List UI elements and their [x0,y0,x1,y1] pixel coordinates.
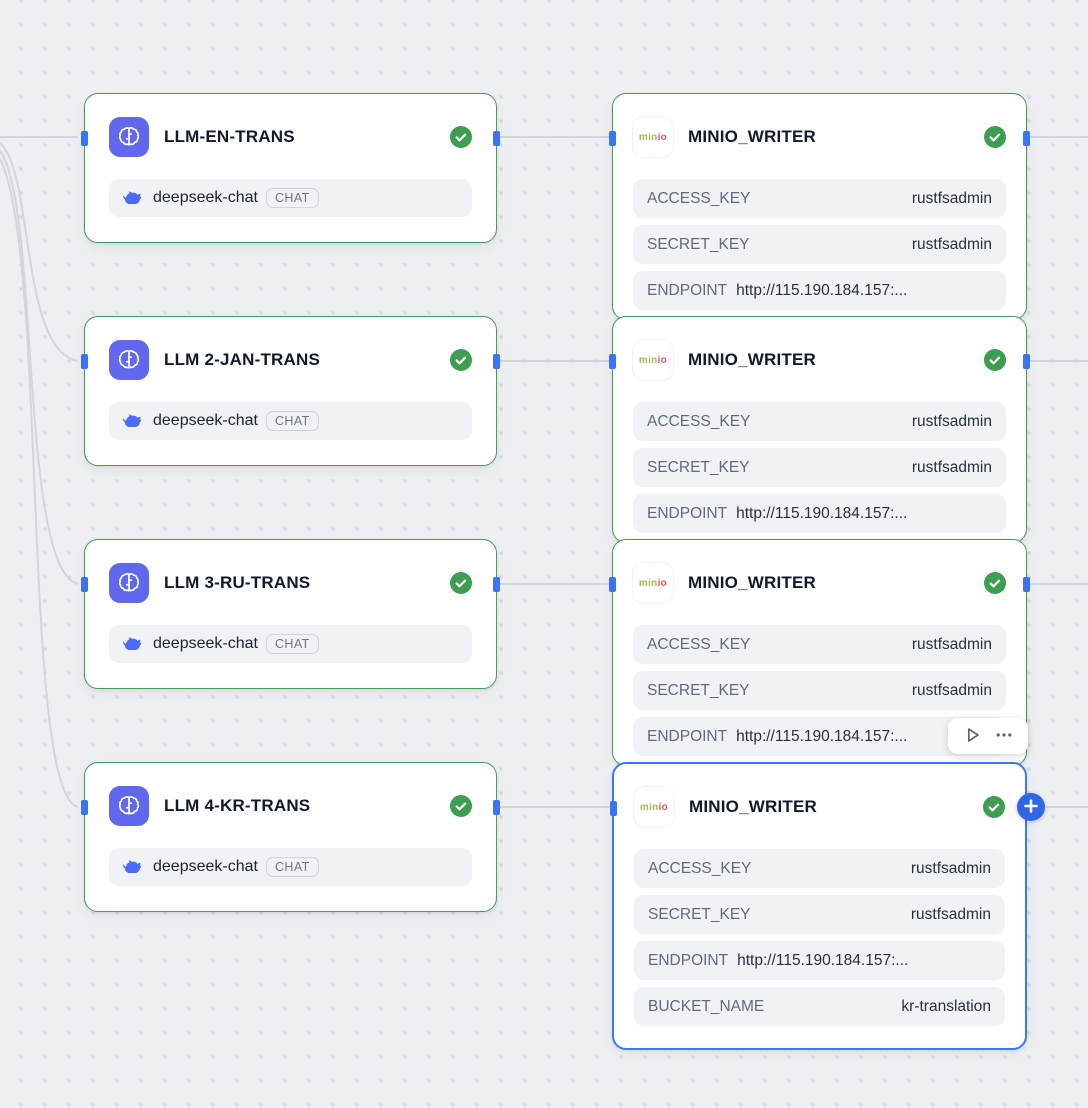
model-name: deepseek-chat [153,635,258,652]
llm-brain-icon [109,786,149,826]
model-name: deepseek-chat [153,858,258,875]
model-selector[interactable]: deepseek-chat CHAT [109,402,472,440]
success-check-icon [983,796,1005,818]
output-port[interactable] [493,353,500,369]
node-title: LLM 2-JAN-TRANS [164,350,320,369]
input-port[interactable] [81,353,88,369]
model-type-badge: CHAT [265,856,319,878]
success-check-icon [450,349,472,371]
node-title: LLM 3-RU-TRANS [164,573,311,592]
model-selector[interactable]: deepseek-chat CHAT [109,625,472,663]
deepseek-whale-icon [120,410,142,432]
input-port[interactable] [609,353,616,369]
model-name: deepseek-chat [153,189,258,206]
minio-logo-text: io [658,801,669,813]
input-port[interactable] [609,576,616,592]
edge [0,158,79,808]
minio-logo-text: min [638,354,658,366]
output-port[interactable] [1023,130,1030,146]
deepseek-whale-icon [120,187,142,209]
model-selector[interactable]: deepseek-chat CHAT [109,179,472,217]
minio-logo-text: io [657,131,668,143]
minio-logo-text: min [639,801,659,813]
success-check-icon [984,126,1006,148]
input-port[interactable] [609,130,616,146]
output-port[interactable] [493,130,500,146]
minio-logo-text: min [638,131,658,143]
model-type-badge: CHAT [265,187,319,209]
input-port[interactable] [81,130,88,146]
success-check-icon [450,795,472,817]
run-node-button[interactable] [960,724,984,748]
input-port[interactable] [610,800,617,816]
deepseek-whale-icon [120,633,142,655]
node-title: LLM 4-KR-TRANS [164,796,311,815]
minio-logo-text: io [657,577,668,589]
model-type-badge: CHAT [265,410,319,432]
model-selector[interactable]: deepseek-chat CHAT [109,848,472,886]
success-check-icon [984,349,1006,371]
llm-brain-icon [109,117,149,157]
node-title: LLM-EN-TRANS [164,127,295,146]
deepseek-whale-icon [120,856,142,878]
model-name: deepseek-chat [153,412,258,429]
llm-brain-icon [109,563,149,603]
more-options-button[interactable] [992,724,1016,748]
node-title: MINIO_WRITER [689,797,818,816]
llm-node[interactable]: LLM 3-RU-TRANS deepseek-chat CHAT [81,539,500,689]
llm-node[interactable]: LLM 2-JAN-TRANS deepseek-chat CHAT [81,316,500,466]
llm-node[interactable]: LLM-EN-TRANS deepseek-chat CHAT [81,93,500,243]
output-port[interactable] [493,799,500,815]
node-toolbar [948,718,1028,754]
more-icon [994,725,1014,748]
input-port[interactable] [81,799,88,815]
output-port[interactable] [493,576,500,592]
output-port[interactable] [1023,576,1030,592]
success-check-icon [450,126,472,148]
llm-node[interactable]: LLM 4-KR-TRANS deepseek-chat CHAT [81,762,500,912]
plus-icon [1019,794,1043,821]
output-port[interactable] [1023,353,1030,369]
node-title: MINIO_WRITER [688,127,817,146]
minio-logo-text: io [657,354,668,366]
success-check-icon [450,572,472,594]
llm-brain-icon [109,340,149,380]
node-title: MINIO_WRITER [688,573,817,592]
input-port[interactable] [81,576,88,592]
minio-logo-text: min [638,577,658,589]
success-check-icon [984,572,1006,594]
model-type-badge: CHAT [265,633,319,655]
play-icon [961,724,983,749]
add-node-button[interactable] [1017,793,1045,821]
node-title: MINIO_WRITER [688,350,817,369]
edge [0,150,79,585]
edge [0,142,79,362]
